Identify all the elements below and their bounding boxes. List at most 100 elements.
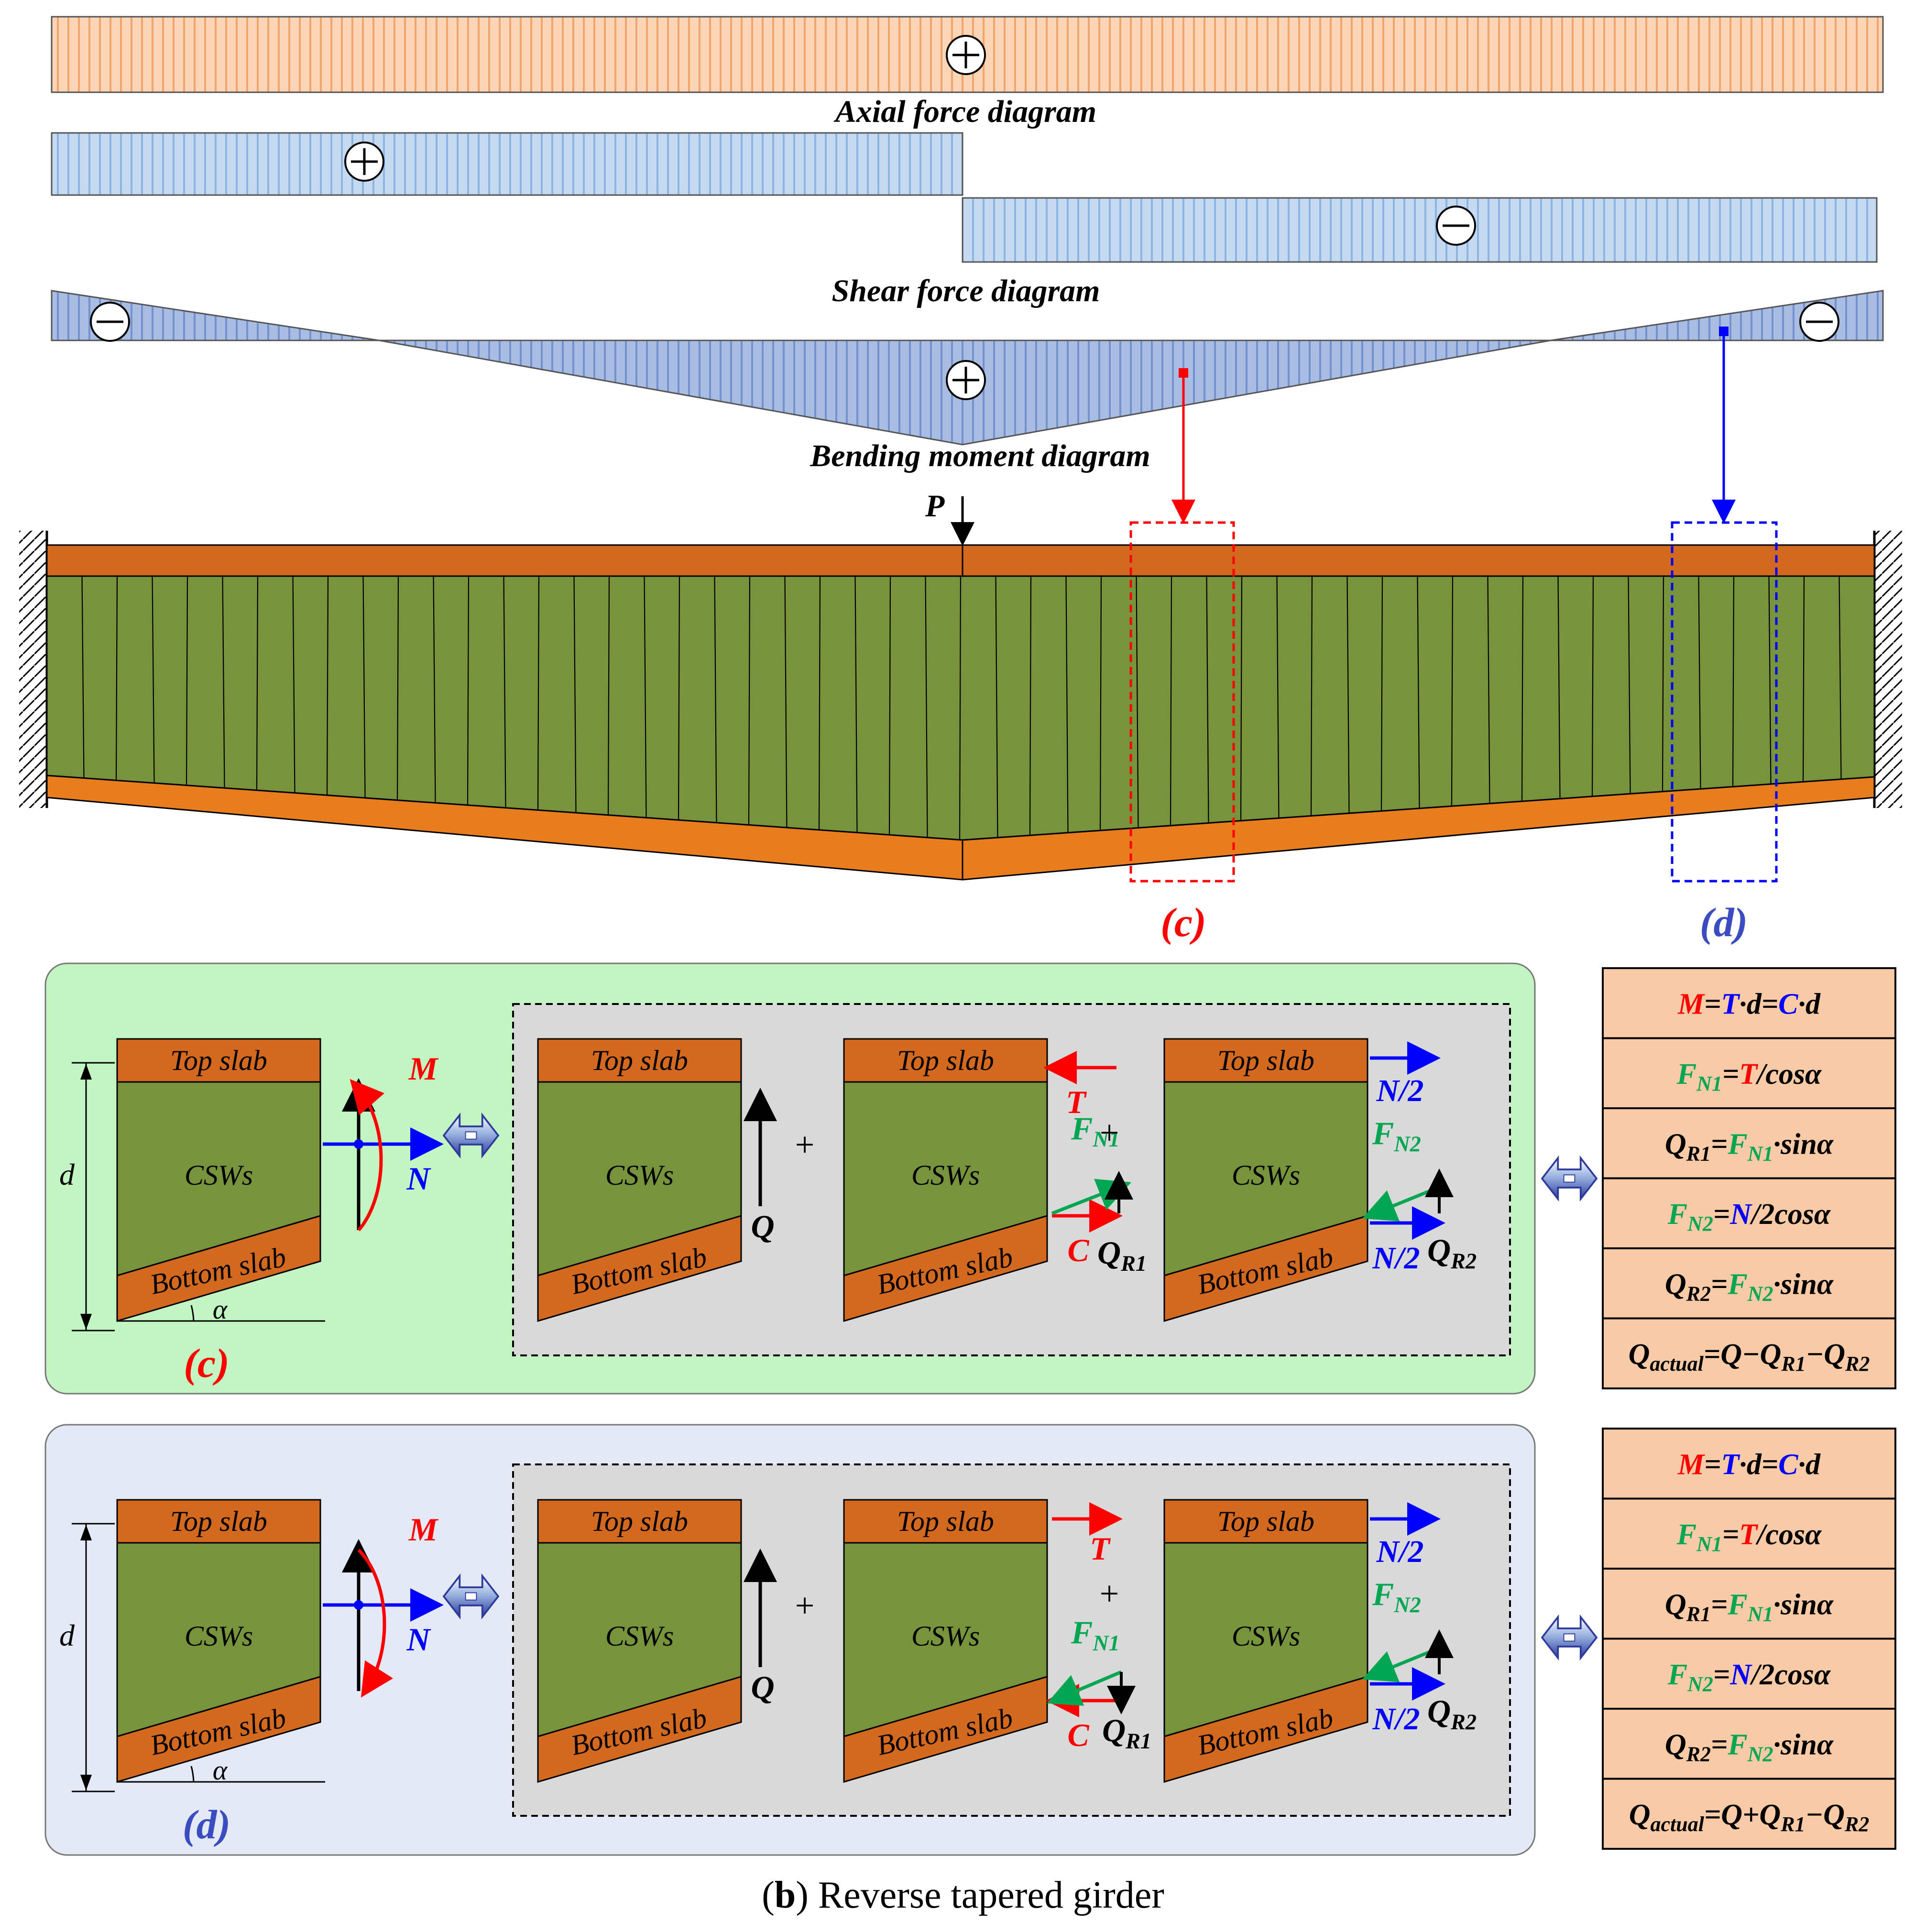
qr2-label: QR2 [1427,1693,1477,1735]
equivalence-arrow-c [1541,1155,1598,1202]
csws-label: CSWs [185,1620,253,1652]
moment-minus-sign-left [90,302,130,342]
shear-plus-sign [344,142,384,182]
panel-d-label: (d) [183,1801,230,1847]
web-fold-line [1521,576,1524,801]
qr1-label: QR1 [1102,1712,1151,1754]
web-fold-line [1732,576,1735,787]
right-fixed-support [1873,531,1902,808]
csws-label: CSWs [605,1159,674,1191]
web-fold-line [1768,576,1772,785]
web-fold-line [292,576,295,793]
web-fold-line [995,576,998,838]
formula-text: QR2=FN2·sinα [1665,1728,1834,1766]
formula-row [1602,1247,1896,1320]
web-fold-line [678,576,680,820]
bottom-slab [537,1675,742,1783]
plus-operator-2: + [1100,1574,1119,1613]
web-fold-line [1346,576,1350,814]
formula-row [1602,1637,1896,1710]
formula-row [1602,1708,1896,1780]
girder-elevation: P [19,489,1902,881]
formula-text: Qactual=Q+QR1−QR2 [1629,1799,1870,1836]
formula-row [1602,1497,1896,1570]
formula-text: FN1=T/cosα [1676,1058,1822,1095]
web-fold-lines [81,576,1842,840]
web-fold-line [467,576,470,806]
top-slab [843,1499,1048,1544]
bottom-slab [843,1675,1048,1783]
half-axial-label-bottom: N/2 [1372,1702,1420,1736]
web-fold-line [1591,576,1594,797]
axial-title: Axial force diagram [833,94,1096,129]
caption-text: Reverse tapered girder [818,1874,1164,1916]
fn2-label: FN2 [1372,1115,1421,1157]
web-fold-line [607,576,610,815]
fn1-label: FN1 [1071,1110,1120,1152]
moment-label: M [408,1050,439,1087]
web-fold-line [1136,576,1139,828]
web-fold-line [1380,576,1383,811]
formula-text: Qactual=Q−QR1−QR2 [1629,1338,1870,1375]
web-fold-line [959,576,962,840]
marker-c-label: (c) [1160,899,1206,945]
axial-label: N [406,1621,431,1658]
formula-row [1602,1428,1896,1500]
girder-top-flange [46,544,1875,577]
csws-label: CSWs [185,1159,253,1191]
web-fold-line [925,576,928,838]
top-slab [1163,1499,1368,1544]
web-fold-line [222,576,225,788]
web-fold-line [818,576,821,830]
csws-label: CSWs [911,1620,980,1652]
web-fold-line [1310,576,1313,816]
formula-text: QR2=FN2·sinα [1665,1268,1834,1305]
fn2-label: FN2 [1372,1576,1421,1617]
top-slab-label: Top slab [591,1506,688,1537]
formula-text: FN2=N/2cosα [1667,1198,1831,1235]
tension-label: T [1066,1084,1087,1120]
csws-label: CSWs [605,1620,674,1652]
web-fold-line [326,576,329,796]
formula-text: M=T·d=C·d [1677,1448,1821,1481]
fn1-label: FN1 [1071,1614,1120,1656]
plus-operator-1: + [795,1125,815,1164]
marker-c: (c) [1129,368,1235,945]
web-fold-line [1557,576,1561,799]
web-fold-line [644,576,647,818]
web-fold-line [1487,576,1490,804]
web-fold-line [1240,576,1243,821]
top-slab [116,1499,321,1544]
bottom-slab [537,1214,742,1322]
equivalence-arrow-c-table [1541,1155,1598,1202]
bottom-slab [116,1214,321,1322]
caption-letter: b [775,1874,796,1916]
formula-row [1602,1037,1896,1109]
top-slab-label: Top slab [1217,1506,1314,1537]
formula-row [1602,1107,1896,1179]
top-slab [537,1038,742,1083]
web-fold-line [1698,576,1701,789]
equivalence-arrow-d-table [1541,1614,1598,1661]
csws-label: CSWs [911,1159,980,1191]
half-axial-label-top: N/2 [1376,1073,1424,1108]
formula-row [1602,1317,1896,1389]
web-fold-line [1029,576,1032,836]
formula-text: FN2=N/2cosα [1667,1659,1831,1696]
shear-label: Q [751,1669,774,1705]
equivalence-arrow-panel [442,1573,500,1620]
web-fold-line [854,576,858,833]
formula-row [1602,1568,1896,1640]
formula-text: FN1=T/cosα [1676,1518,1822,1556]
bottom-slab [116,1675,321,1783]
web-fold-line [503,576,506,808]
shear-negative-bar [962,197,1878,263]
